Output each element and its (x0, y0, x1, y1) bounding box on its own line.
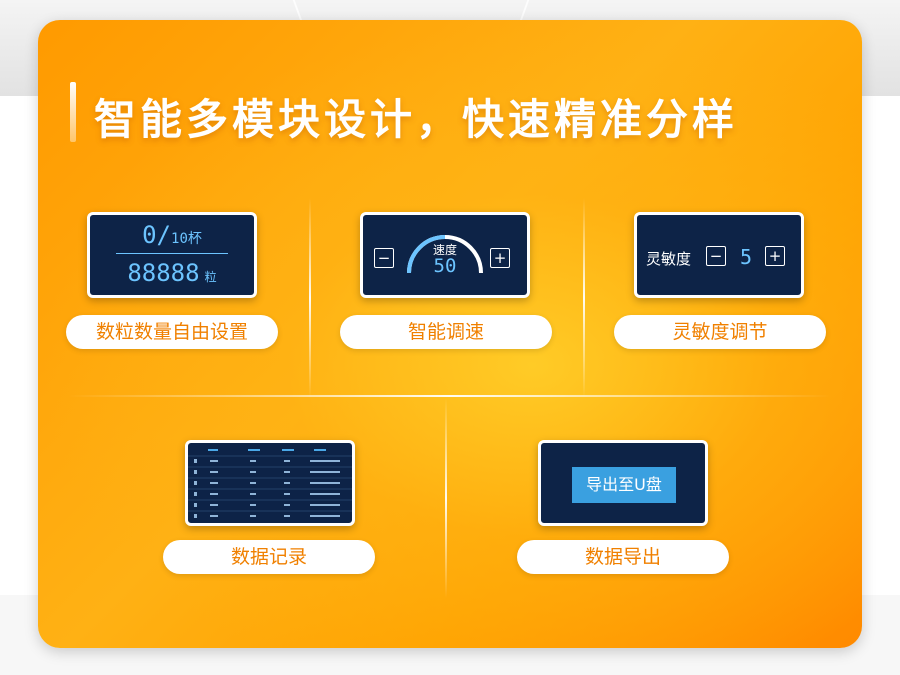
divider-vertical-3 (445, 398, 447, 598)
sensitivity-minus-button[interactable]: − (706, 246, 726, 266)
divider-vertical-2 (583, 198, 585, 398)
sensitivity-name: 灵敏度 (646, 250, 692, 268)
count-separator (116, 253, 228, 254)
count-bottom-value: 88888 (127, 259, 200, 287)
export-screen: 导出至U盘 (538, 440, 708, 526)
sensitivity-screen: 灵敏度 − 5 + (634, 212, 804, 298)
count-top-value: 0/ (142, 221, 172, 249)
export-label: 数据导出 (517, 540, 729, 574)
title-accent-bar (70, 82, 76, 142)
speed-plus-button[interactable]: + (490, 248, 510, 268)
speed-gauge-title: 速度 (432, 243, 457, 257)
page-title: 智能多模块设计，快速精准分样 (94, 95, 739, 144)
divider-horizontal (68, 395, 832, 397)
speed-gauge-value: 50 (433, 255, 457, 277)
count-label: 数粒数量自由设置 (66, 315, 278, 349)
speed-minus-button[interactable]: − (374, 248, 394, 268)
divider-vertical-1 (309, 198, 311, 398)
sensitivity-label: 灵敏度调节 (614, 315, 826, 349)
speed-screen: − 速度 50 + (360, 212, 530, 298)
records-table-thumbnail (188, 449, 352, 518)
feature-card: 智能多模块设计，快速精准分样 0/10杯 88888 粒 数粒数量自由设置 − … (38, 20, 862, 648)
records-label: 数据记录 (163, 540, 375, 574)
count-bottom-unit: 粒 (204, 270, 217, 284)
speed-label: 智能调速 (340, 315, 552, 349)
export-to-usb-button[interactable]: 导出至U盘 (572, 467, 676, 503)
count-top-unit: 10杯 (171, 231, 202, 247)
records-screen (185, 440, 355, 526)
speed-gauge-arc (407, 235, 483, 274)
sensitivity-plus-button[interactable]: + (765, 246, 785, 266)
sensitivity-value: 5 (739, 245, 753, 269)
count-screen: 0/10杯 88888 粒 (87, 212, 257, 298)
